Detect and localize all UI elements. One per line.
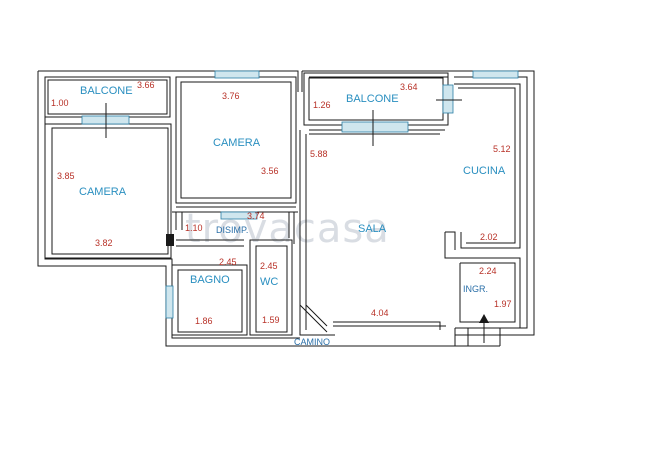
markers	[105, 99, 489, 343]
dim-sala-w: 4.04	[371, 308, 389, 318]
window-sala	[341, 121, 409, 133]
dim-disimp-w: 3.74	[247, 211, 265, 221]
label-balcone-left: BALCONE	[80, 85, 133, 97]
dim-cucina-h: 5.12	[493, 144, 511, 154]
dim-cucina-w: 2.02	[480, 232, 498, 242]
dim-bagno-h: 2.45	[219, 257, 237, 267]
window-cucina-top	[472, 70, 519, 79]
window-cucina-side	[442, 84, 454, 114]
door-block	[166, 234, 174, 246]
label-balcone-right: BALCONE	[346, 93, 399, 105]
window-camera-top	[214, 70, 260, 79]
window-disimp	[220, 211, 258, 220]
dim-ingr-h: 1.97	[494, 299, 512, 309]
label-disimp: DISIMP.	[216, 225, 248, 235]
label-ingr: INGR.	[463, 284, 488, 294]
label-camino: CAMINO	[294, 337, 330, 347]
dim-bagno-w: 1.86	[195, 316, 213, 326]
dim-sala-h: 5.88	[310, 149, 328, 159]
dim-wc-w: 1.59	[262, 315, 280, 325]
label-sala: SALA	[358, 223, 387, 235]
dim-camera-left-w: 3.82	[95, 238, 113, 248]
dim-balcone-left-w: 3.66	[137, 80, 155, 90]
watermark: trovacasa	[185, 206, 390, 252]
label-camera-left: CAMERA	[79, 186, 127, 198]
dim-camera-top-h: 3.56	[261, 166, 279, 176]
dim-balcone-right-w: 3.64	[400, 82, 418, 92]
label-wc: WC	[260, 276, 278, 288]
label-bagno: BAGNO	[190, 274, 230, 286]
window-bagno	[165, 285, 174, 319]
dim-disimp-h: 1.10	[185, 223, 203, 233]
dim-balcone-right-h: 1.26	[313, 100, 331, 110]
label-cucina: CUCINA	[463, 165, 506, 177]
dim-balcone-left-h: 1.00	[51, 98, 69, 108]
dim-wc-h: 2.45	[260, 261, 278, 271]
dim-camera-left-h: 3.85	[57, 171, 75, 181]
label-camera-top: CAMERA	[213, 137, 261, 149]
dim-ingr-w: 2.24	[479, 266, 497, 276]
dim-camera-top-w: 3.76	[222, 91, 240, 101]
